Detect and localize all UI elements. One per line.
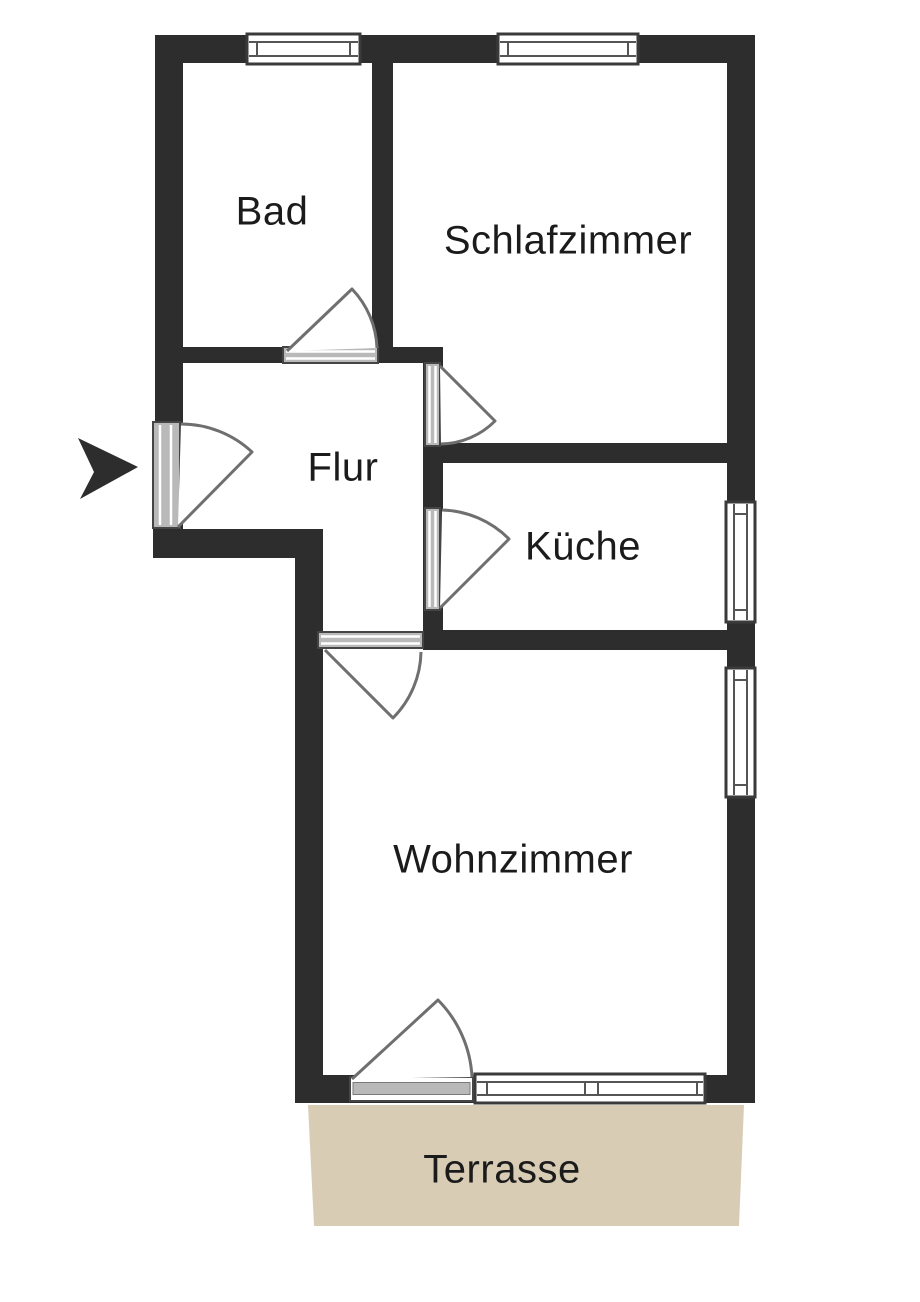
entrance-arrow-icon (78, 438, 138, 499)
door-swing-kueche (438, 508, 511, 610)
window-bad-top (245, 32, 362, 66)
wall-segment (372, 63, 393, 347)
window-wohnzimmer-right (724, 666, 757, 799)
door-swing-entrance (176, 422, 254, 529)
door-threshold-kueche (424, 507, 441, 611)
door-swing-schlafzimmer (438, 364, 497, 446)
room-label-terrasse: Terrasse (423, 1147, 581, 1192)
door-swing-bad (285, 287, 379, 353)
wall-segment (295, 529, 323, 1103)
terrace-slab (308, 1105, 744, 1226)
door-threshold-schlafzimmer (424, 362, 441, 447)
window-pane (245, 32, 362, 66)
door-swings (176, 287, 511, 1081)
door-threshold-wohnzimmer (317, 631, 424, 649)
wall-segment (153, 529, 323, 558)
door-panel-terrasse (352, 1082, 471, 1095)
wall-segment (155, 35, 755, 63)
window-pane (724, 666, 757, 799)
room-label-kueche: Küche (525, 524, 641, 569)
door-threshold-entrance (152, 421, 181, 529)
door-swing-wohnzimmer (323, 648, 423, 720)
window-kueche-right (724, 500, 757, 624)
room-label-schlafzimmer: Schlafzimmer (443, 218, 693, 263)
window-schlafzimmer-top (496, 32, 640, 66)
window-pane (724, 500, 757, 624)
window-pane (496, 32, 640, 66)
door-thresholds (152, 346, 474, 1102)
wall-segment (423, 443, 727, 463)
wall-segment (423, 630, 727, 650)
room-label-flur: Flur (307, 445, 379, 490)
window-pane (473, 1072, 707, 1105)
room-label-bad: Bad (235, 189, 309, 234)
door-swing-terrasse (350, 998, 474, 1081)
room-label-wohnzimmer: Wohnzimmer (393, 837, 633, 882)
window-terrace-bottom (473, 1072, 707, 1105)
